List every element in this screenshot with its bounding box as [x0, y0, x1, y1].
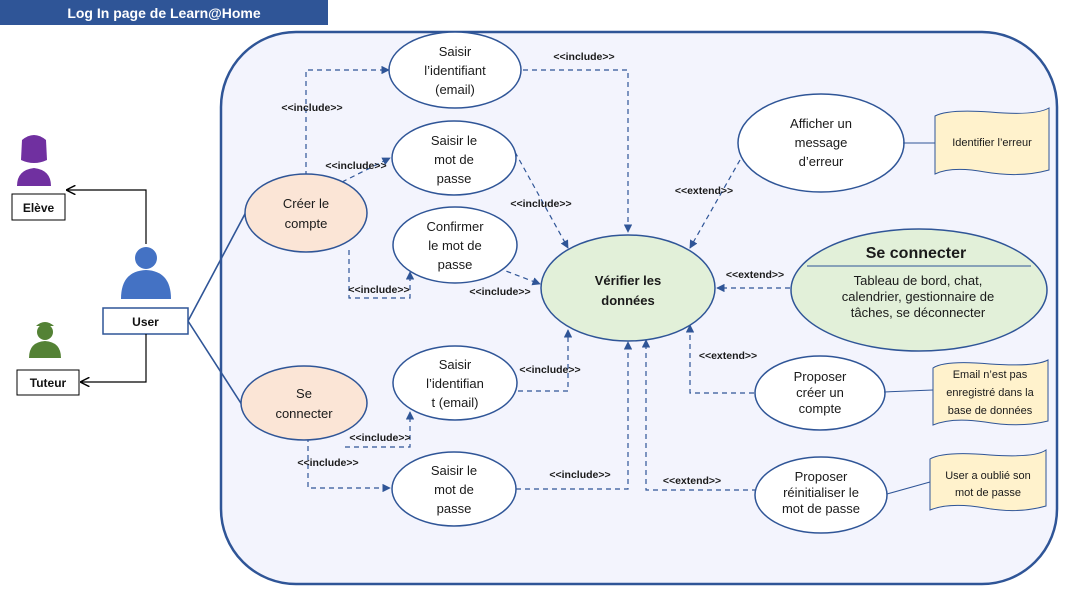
svg-text:réinitialiser le: réinitialiser le — [783, 485, 859, 500]
label-extend-1: <<extend>> — [675, 185, 733, 197]
svg-text:passe: passe — [437, 171, 472, 186]
svg-text:Confirmer: Confirmer — [426, 219, 484, 234]
eleve-icon — [17, 135, 51, 186]
label-include-2: <<include>> — [325, 160, 386, 172]
svg-text:mot de: mot de — [434, 482, 474, 497]
usecase-saisir-identifiant-top: Saisir l’identifiant (email) — [388, 31, 522, 109]
svg-text:mot de passe: mot de passe — [955, 487, 1021, 499]
svg-text:Afficher un: Afficher un — [790, 116, 852, 131]
note-identifier-erreur: Identifier l’erreur — [934, 107, 1050, 176]
svg-text:compte: compte — [285, 216, 328, 231]
label-include-1: <<include>> — [281, 102, 342, 114]
svg-text:calendrier, gestionnaire de: calendrier, gestionnaire de — [842, 289, 995, 304]
svg-text:Créer le: Créer le — [283, 196, 329, 211]
usecase-verifier-donnees: Vérifier les données — [540, 234, 716, 342]
label-include-7: <<include>> — [519, 364, 580, 376]
label-include-10: <<include>> — [549, 469, 610, 481]
actor-user: User — [102, 247, 189, 335]
tuteur-label: Tuteur — [30, 376, 67, 390]
svg-text:créer un: créer un — [796, 385, 844, 400]
usecase-saisir-identifiant-bottom: Saisir l’identifian t (email) — [392, 345, 518, 421]
svg-text:Saisir le: Saisir le — [431, 133, 477, 148]
note-user-oublie-mdp: User a oublié son mot de passe — [929, 449, 1047, 512]
label-extend-2: <<extend>> — [726, 269, 784, 281]
svg-text:t (email): t (email) — [432, 395, 479, 410]
svg-text:compte: compte — [799, 401, 842, 416]
svg-text:connecter: connecter — [275, 406, 333, 421]
svg-text:l’identifian: l’identifian — [426, 376, 484, 391]
label-include-3: <<include>> — [348, 284, 409, 296]
usecase-proposer-creer-compte: Proposer créer un compte — [754, 355, 886, 431]
usecase-creer-compte: Créer le compte — [244, 173, 368, 253]
svg-text:Proposer: Proposer — [794, 369, 847, 384]
svg-text:le mot de: le mot de — [428, 238, 481, 253]
svg-text:Saisir le: Saisir le — [431, 463, 477, 478]
svg-text:Tableau de bord, chat,: Tableau de bord, chat, — [854, 273, 983, 288]
svg-text:tâches, se déconnecter: tâches, se déconnecter — [851, 305, 986, 320]
eleve-label: Elève — [23, 201, 55, 215]
svg-text:Se: Se — [296, 386, 312, 401]
svg-text:passe: passe — [437, 501, 472, 516]
usecase-proposer-reinitialiser: Proposer réinitialiser le mot de passe — [754, 456, 888, 534]
svg-text:Identifier l’erreur: Identifier l’erreur — [952, 137, 1032, 149]
usecase-saisir-mdp-top: Saisir le mot de passe — [391, 120, 517, 196]
label-include-4: <<include>> — [553, 51, 614, 63]
svg-text:Saisir: Saisir — [439, 44, 472, 59]
label-extend-3: <<extend>> — [699, 350, 757, 362]
svg-text:base de données: base de données — [948, 405, 1033, 417]
usecase-se-connecter-left: Se connecter — [240, 365, 368, 441]
svg-text:mot de passe: mot de passe — [782, 501, 860, 516]
svg-text:Proposer: Proposer — [795, 469, 848, 484]
tuteur-icon — [29, 322, 61, 358]
label-extend-4: <<extend>> — [663, 475, 721, 487]
svg-text:données: données — [601, 293, 654, 308]
svg-text:(email): (email) — [435, 82, 475, 97]
label-include-6: <<include>> — [469, 286, 530, 298]
usecase-confirmer-mdp: Confirmer le mot de passe — [392, 206, 518, 284]
svg-text:User a oublié son: User a oublié son — [945, 470, 1031, 482]
svg-text:Email n’est pas: Email n’est pas — [953, 369, 1028, 381]
diagram-title: Log In page de Learn@Home — [0, 0, 328, 25]
svg-text:Se connecter: Se connecter — [866, 245, 966, 262]
usecase-se-connecter-main: Se connecter Tableau de bord, chat, cale… — [790, 228, 1048, 352]
svg-text:l’identifiant: l’identifiant — [424, 63, 486, 78]
svg-text:d’erreur: d’erreur — [799, 154, 844, 169]
svg-text:message: message — [795, 135, 848, 150]
usecase-saisir-mdp-bottom: Saisir le mot de passe — [391, 451, 517, 527]
actor-tuteur: Tuteur — [16, 322, 80, 396]
note-email-non-enregistre: Email n’est pas enregistré dans la base … — [932, 359, 1049, 426]
user-label: User — [132, 315, 159, 329]
user-icon — [121, 247, 171, 299]
svg-text:Vérifier les: Vérifier les — [595, 273, 662, 288]
svg-text:passe: passe — [438, 257, 473, 272]
actor-eleve: Elève — [11, 135, 66, 221]
label-include-9: <<include>> — [297, 457, 358, 469]
usecase-afficher-erreur: Afficher un message d’erreur — [737, 93, 905, 193]
label-include-5: <<include>> — [510, 198, 571, 210]
svg-text:Saisir: Saisir — [439, 357, 472, 372]
svg-text:enregistré dans la: enregistré dans la — [946, 387, 1034, 399]
label-include-8: <<include>> — [349, 432, 410, 444]
svg-text:mot de: mot de — [434, 152, 474, 167]
